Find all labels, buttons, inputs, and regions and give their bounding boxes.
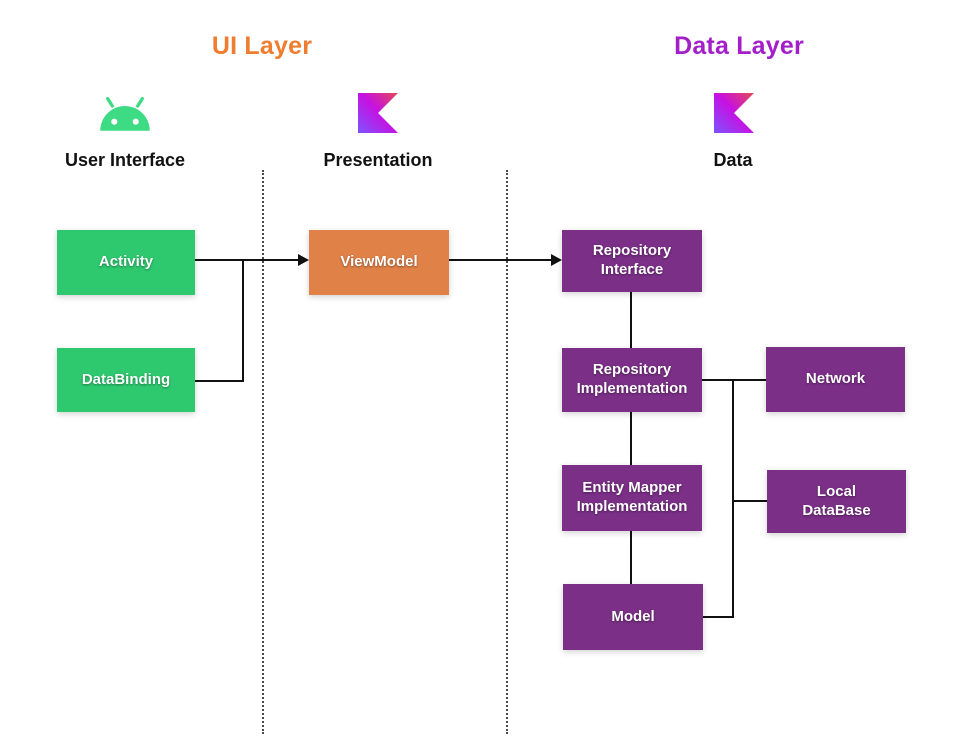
data-layer-title: Data Layer	[674, 32, 804, 60]
node-network: Network	[766, 347, 905, 412]
node-entity-mapper: Entity Mapper Implementation	[562, 465, 702, 531]
node-viewmodel: ViewModel	[309, 230, 449, 295]
kotlin-icon	[714, 93, 754, 138]
connector-activity-viewmodel	[195, 259, 301, 261]
connector-databinding-junction	[242, 259, 244, 382]
column-label-presentation: Presentation	[323, 150, 433, 170]
android-icon	[92, 91, 158, 142]
connector-viewmodel-repository	[449, 259, 554, 261]
arrowhead-repository	[551, 254, 562, 266]
column-separator	[506, 170, 508, 734]
connector-branch-vertical	[732, 379, 734, 618]
node-activity: Activity	[57, 230, 195, 295]
connector-model-branch	[703, 616, 734, 618]
arrowhead-viewmodel	[298, 254, 309, 266]
connector-databinding-out	[195, 380, 244, 382]
column-label-user-interface: User Interface	[64, 150, 186, 170]
node-repository-interface: Repository Interface	[562, 230, 702, 292]
column-label-data: Data	[713, 150, 753, 170]
connector-branch-localdb	[732, 500, 767, 502]
node-local-database: Local DataBase	[767, 470, 906, 533]
ui-layer-title: UI Layer	[211, 32, 313, 60]
node-repository-implementation: Repository Implementation	[562, 348, 702, 412]
connector-implementation-mapper	[630, 412, 632, 465]
node-model: Model	[563, 584, 703, 650]
connector-interface-implementation	[630, 292, 632, 348]
connector-mapper-model	[630, 531, 632, 584]
node-databinding: DataBinding	[57, 348, 195, 412]
kotlin-icon	[358, 93, 398, 138]
column-separator	[262, 170, 264, 734]
